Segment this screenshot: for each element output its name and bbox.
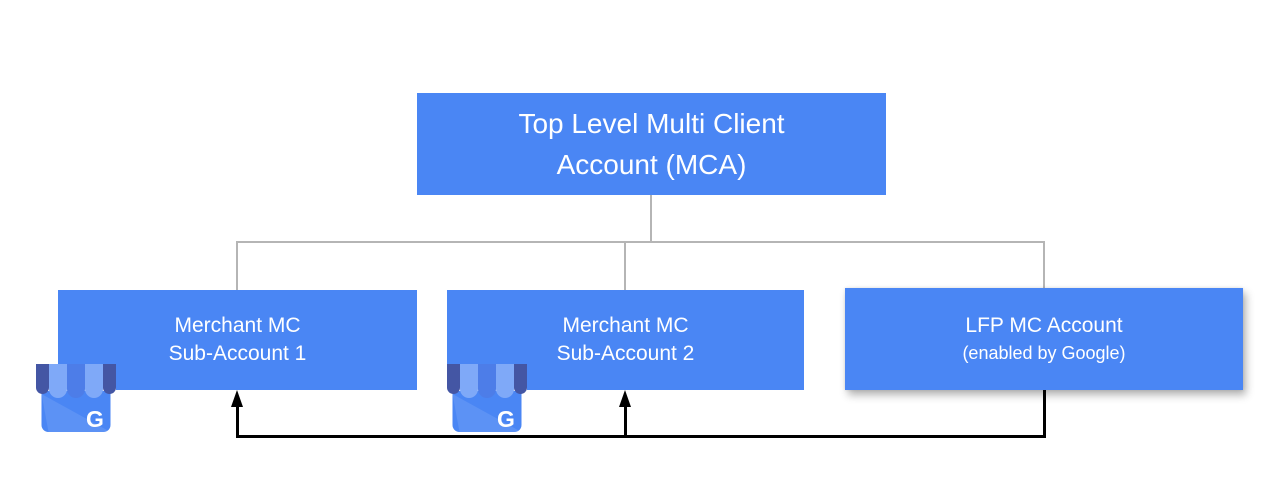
node-label-line2: Sub-Account 2 [556, 342, 695, 365]
node-lfp-mc-account: LFP MC Account (enabled by Google) [845, 288, 1243, 390]
storefront-awning [447, 364, 527, 398]
node-label-line1: Merchant MC [562, 314, 689, 337]
node-label-line1: Merchant MC [174, 314, 301, 337]
storefront-highlight [452, 394, 522, 432]
arrow-lfp-downstem [1043, 390, 1046, 437]
node-label-line2: (enabled by Google) [962, 342, 1126, 363]
connector-drop-sub-account-1 [236, 241, 238, 290]
connector-root-stem [650, 195, 652, 242]
arrow-upstem-sub-account-2 [624, 406, 627, 437]
connector-drop-lfp [1043, 241, 1045, 288]
node-merchant-sub-account-2: Merchant MC Sub-Account 2 [447, 290, 804, 390]
connector-drop-sub-account-2 [624, 241, 626, 290]
arrowhead-to-sub-account-2 [619, 390, 631, 407]
node-label-line1: Top Level Multi Client [518, 108, 785, 139]
google-my-business-icon: G [36, 364, 116, 432]
storefront-awning [36, 364, 116, 398]
node-label-line2: Sub-Account 1 [168, 342, 307, 365]
node-top-level-mca: Top Level Multi Client Account (MCA) [417, 93, 886, 195]
google-letter: G [497, 406, 515, 432]
google-my-business-icon: G [447, 364, 527, 432]
node-merchant-sub-account-1: Merchant MC Sub-Account 1 [58, 290, 417, 390]
connector-horizontal-rail [236, 241, 1045, 243]
arrow-upstem-sub-account-1 [236, 406, 239, 437]
storefront-highlight [41, 394, 111, 432]
arrow-horizontal-rail [236, 435, 1046, 438]
arrowhead-to-sub-account-1 [231, 390, 243, 407]
node-label-line1: LFP MC Account [965, 313, 1123, 337]
google-letter: G [86, 406, 104, 432]
node-label-line2: Account (MCA) [556, 149, 747, 180]
